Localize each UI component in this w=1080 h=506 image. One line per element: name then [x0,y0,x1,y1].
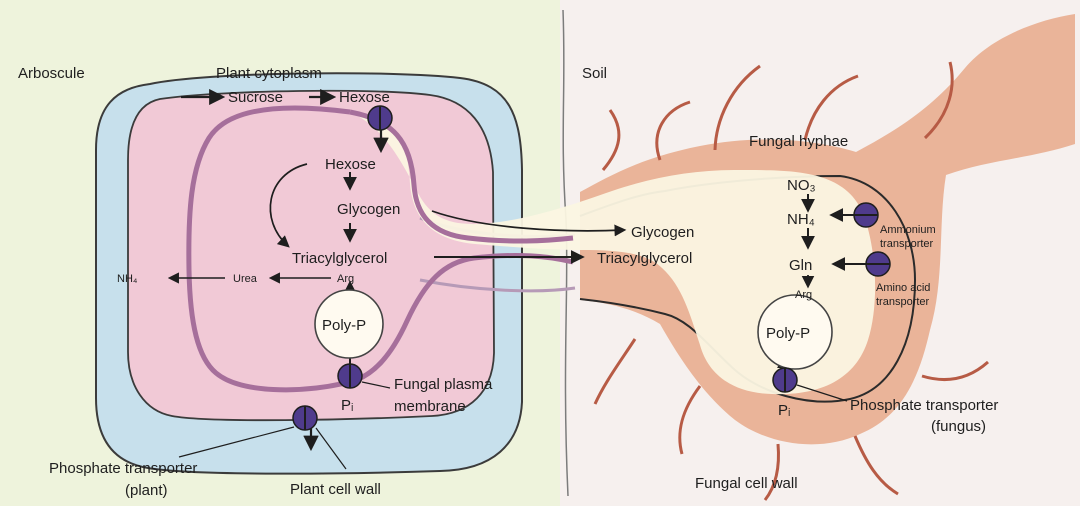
fungal-pi-transporter-left-icon [338,364,362,388]
triacylglycerol-right-label: Triacylglycerol [597,250,692,267]
plant-cell-wall-label: Plant cell wall [290,481,381,498]
poly-p-right-label: Poly-P [766,325,810,342]
glycogen-right-label: Glycogen [631,224,694,241]
plant-transporter-label-2: (plant) [125,482,168,499]
pi-left-label: Pᵢ [341,397,353,414]
hexose-transporter-icon [368,106,392,130]
no3-label: NO₃ [787,177,816,194]
fungal-hyphae-label: Fungal hyphae [749,133,848,150]
glycogen-left-label: Glycogen [337,201,400,218]
hexose-top-label: Hexose [339,89,390,106]
ammonium-transporter-label-2: transporter [880,238,934,250]
triacylglycerol-left-label: Triacylglycerol [292,250,387,267]
plant-pi-transporter-icon [293,406,317,430]
nh4-right-label: NH₄ [787,211,815,228]
fungal-cell-wall-label: Fungal cell wall [695,475,798,492]
urea-label: Urea [233,273,258,285]
gln-label: Gln [789,257,812,274]
ammonium-transporter-icon [854,203,878,227]
arg-right-label: Arg [795,289,812,301]
soil-label: Soil [582,65,607,82]
fungus-transporter-label-2: (fungus) [931,418,986,435]
amino-acid-transporter-icon [866,252,890,276]
pi-right-label: Pᵢ [778,402,790,419]
poly-p-left-label: Poly-P [322,317,366,334]
amino-acid-transporter-label-1: Amino acid [876,282,930,294]
fungal-plasma-membrane-label-1: Fungal plasma [394,376,493,393]
fungal-pi-transporter-right-icon [773,368,797,392]
ammonium-transporter-label-1: Ammonium [880,224,936,236]
arg-left-label: Arg [337,273,354,285]
sucrose-label: Sucrose [228,89,283,106]
fungal-plasma-membrane-label-2: membrane [394,398,466,415]
plant-cytoplasm-label: Plant cytoplasm [216,65,322,82]
plant-transporter-label-1: Phosphate transporter [49,460,197,477]
arboscule-label: Arboscule [18,65,85,82]
nh4-left-label: NH₄ [117,273,138,285]
hexose-label: Hexose [325,156,376,173]
amino-acid-transporter-label-2: transporter [876,296,930,308]
fungus-transporter-label-1: Phosphate transporter [850,397,998,414]
